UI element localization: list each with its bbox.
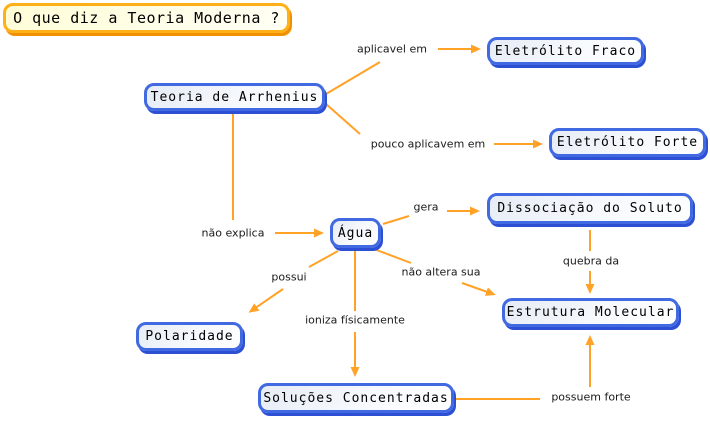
node-eletrolito-forte[interactable]: Eletrólito Forte <box>549 128 706 157</box>
link-label-nao-altera-sua[interactable]: não altera sua <box>399 265 483 279</box>
link-label-quebra-da[interactable]: quebra da <box>560 254 622 268</box>
link-line <box>382 215 410 225</box>
link-label-pouco-aplicavem-em[interactable]: pouco aplicavem em <box>368 137 488 151</box>
link-label-nao-explica[interactable]: não explica <box>199 226 267 240</box>
link-line <box>325 61 381 95</box>
link-line <box>308 250 339 268</box>
node-agua[interactable]: Água <box>330 218 381 248</box>
node-eletrolito-fraco[interactable]: Eletrólito Fraco <box>487 37 644 65</box>
node-question[interactable]: O que diz a Teoria Moderna ? <box>3 3 290 33</box>
link-label-gera[interactable]: gera <box>411 200 441 214</box>
node-estrutura-molecular[interactable]: Estrutura Molecular <box>502 298 679 327</box>
link-label-ioniza-fisicamente[interactable]: ioniza físicamente <box>303 313 407 327</box>
node-dissociacao-do-soluto[interactable]: Dissociação do Soluto <box>487 193 693 224</box>
link-label-aplicavel-em[interactable]: aplicavel em <box>355 42 429 56</box>
node-teoria-de-arrhenius[interactable]: Teoria de Arrhenius <box>144 83 325 111</box>
node-solucoes-concentradas[interactable]: Soluções Concentradas <box>258 383 454 413</box>
link-arrow <box>461 282 496 296</box>
link-line <box>325 103 361 135</box>
node-polaridade[interactable]: Polaridade <box>136 322 243 351</box>
link-label-possui[interactable]: possui <box>269 270 309 284</box>
link-line <box>373 248 412 264</box>
link-arrow <box>248 288 284 313</box>
link-label-possuem-forte[interactable]: possuem forte <box>549 390 633 404</box>
